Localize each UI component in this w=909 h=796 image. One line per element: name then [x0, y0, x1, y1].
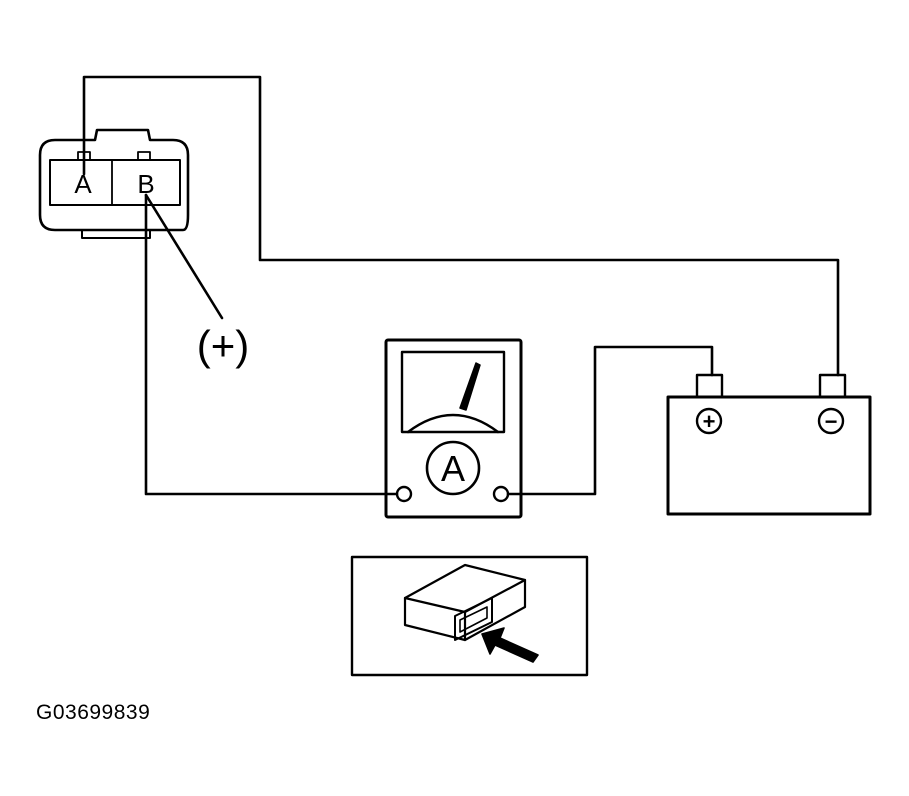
wire-ammeter-to-battery-positive [506, 345, 714, 496]
probe-lead [144, 193, 224, 320]
battery-positive-post [695, 373, 724, 399]
battery-positive-symbol: + [703, 409, 716, 434]
terminal-a-label: A [74, 169, 92, 199]
figure-code: G03699839 [36, 701, 151, 724]
battery [666, 373, 872, 516]
ammeter-terminal-left [395, 485, 413, 503]
wire-b-to-ammeter [144, 193, 399, 496]
module-connector-icon [403, 563, 527, 642]
battery-negative-symbol: − [825, 409, 838, 434]
ammeter [384, 338, 523, 519]
probe-polarity-label: (+) [197, 322, 250, 369]
connector [38, 128, 190, 239]
battery-negative-post [818, 373, 847, 399]
terminal-b-label: B [137, 169, 154, 199]
ammeter-terminal-right [492, 485, 510, 503]
inset-panel [350, 555, 589, 677]
wire-a-to-battery-negative [82, 75, 840, 377]
arrow-icon [481, 627, 539, 663]
ammeter-symbol: A [441, 448, 465, 489]
